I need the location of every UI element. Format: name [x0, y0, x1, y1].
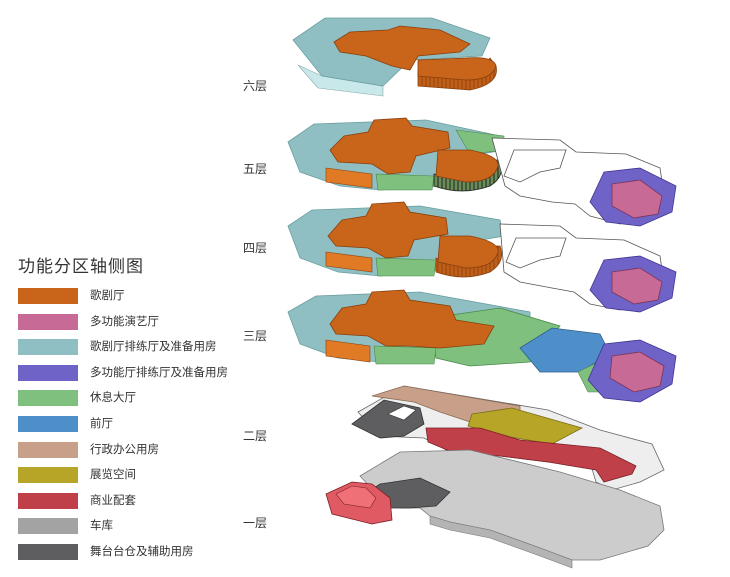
floor-4-plan	[287, 201, 677, 313]
legend-label: 歌剧厅	[90, 288, 125, 302]
floor-label-5: 五层	[243, 162, 268, 176]
legend-swatch	[18, 288, 78, 304]
legend-label: 车库	[90, 518, 113, 533]
f6-opera-cap	[417, 57, 497, 81]
floor-label-3: 三层	[243, 329, 268, 343]
f3-lounge-front	[373, 345, 437, 365]
floor-5-plan	[287, 117, 677, 227]
f5-lounge-front	[375, 173, 435, 191]
floor-label-4: 四层	[243, 241, 268, 255]
legend-swatch	[18, 313, 78, 330]
f4-orange-front	[325, 251, 373, 273]
f4-bridge-top	[505, 237, 567, 269]
f5-opera-cap	[435, 149, 499, 183]
legend-swatch	[18, 390, 78, 407]
legend-swatch	[18, 339, 78, 356]
legend-swatch	[18, 441, 78, 458]
f1-garage-zone	[359, 449, 665, 561]
f5-bridge-top	[503, 149, 567, 183]
floor-6-plan	[292, 17, 497, 97]
f5-opera-zone	[329, 117, 451, 175]
floor-3-plan	[287, 289, 677, 403]
legend-title: 功能分区轴侧图	[18, 257, 144, 277]
legend-label: 歌剧厅排练厅及准备用房	[90, 339, 217, 354]
f5-orange-front	[325, 167, 373, 189]
legend-swatch	[18, 415, 78, 432]
legend-label: 商业配套	[90, 492, 136, 507]
f4-opera-zone	[327, 201, 449, 259]
legend-swatch	[18, 364, 78, 381]
legend-swatch	[18, 518, 78, 535]
f4-multi-hall	[611, 267, 663, 305]
floor-1-plan	[325, 449, 665, 569]
legend-swatch	[18, 467, 78, 484]
floor-label-2: 二层	[243, 429, 268, 443]
floor-label-6: 六层	[243, 79, 268, 93]
f5-multi-hall	[611, 179, 663, 219]
legend-label: 多功能厅排练厅及准备用房	[90, 364, 228, 379]
f6-opera-zone	[333, 25, 471, 71]
legend-swatch	[18, 543, 78, 560]
f4-opera-cap	[437, 235, 499, 269]
legend-label: 行政办公用房	[90, 441, 159, 456]
f3-opera-zone	[329, 289, 495, 349]
floor-label-1: 一层	[243, 516, 268, 530]
f2-stage-void	[387, 405, 417, 421]
legend-label: 展览空间	[90, 467, 136, 482]
legend-label: 舞台台仓及辅助用房	[90, 543, 194, 558]
f4-lounge-front	[375, 257, 437, 277]
f3-multi-hall	[609, 351, 665, 393]
f1-garage-side	[429, 515, 573, 569]
f1-commercial-top	[335, 485, 377, 509]
legend-label: 前厅	[90, 415, 113, 430]
legend-swatch	[18, 492, 78, 509]
legend-label: 休息大厅	[90, 390, 136, 405]
f3-orange-front	[325, 339, 371, 363]
f6-rehearsal-side	[297, 64, 384, 97]
legend-label: 多功能演艺厅	[90, 313, 159, 328]
